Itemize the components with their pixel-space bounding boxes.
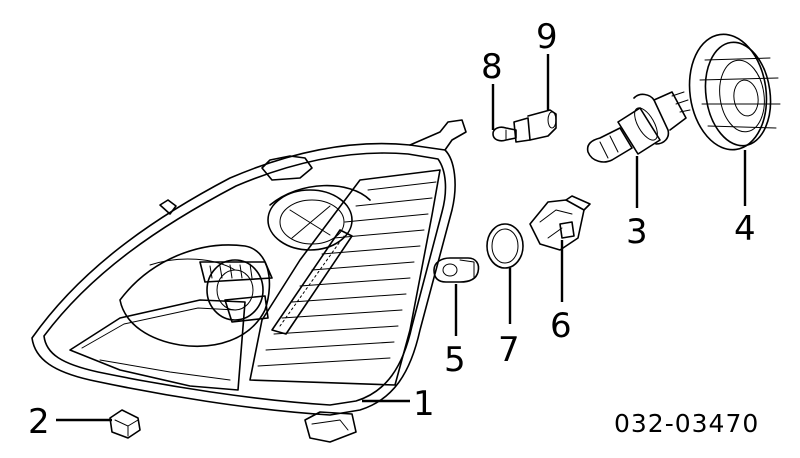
callout-1: 1 xyxy=(413,384,435,424)
bulb-socket-drawing xyxy=(513,109,557,143)
rubber-cover-drawing xyxy=(688,33,781,151)
callout-5: 5 xyxy=(444,340,466,380)
callout-4: 4 xyxy=(734,209,756,249)
callout-3: 3 xyxy=(626,212,648,252)
side-marker-bulb-drawing xyxy=(433,257,480,283)
callout-labels: 1 2 3 4 5 7 6 8 9 xyxy=(28,17,756,442)
o-ring-drawing xyxy=(486,223,524,269)
callout-6: 6 xyxy=(550,306,572,346)
clip-drawing xyxy=(109,409,141,439)
part-code: 032-03470 xyxy=(614,409,759,438)
bulb-h4-drawing xyxy=(586,91,691,163)
leader-lines xyxy=(56,54,747,422)
socket-drawing xyxy=(529,195,591,251)
callout-2: 2 xyxy=(28,402,50,442)
headlamp-assembly-drawing xyxy=(31,119,467,443)
callout-7: 7 xyxy=(498,330,520,370)
callout-9: 9 xyxy=(536,17,558,57)
small-bulb-drawing xyxy=(492,126,517,142)
callout-8: 8 xyxy=(481,47,503,87)
